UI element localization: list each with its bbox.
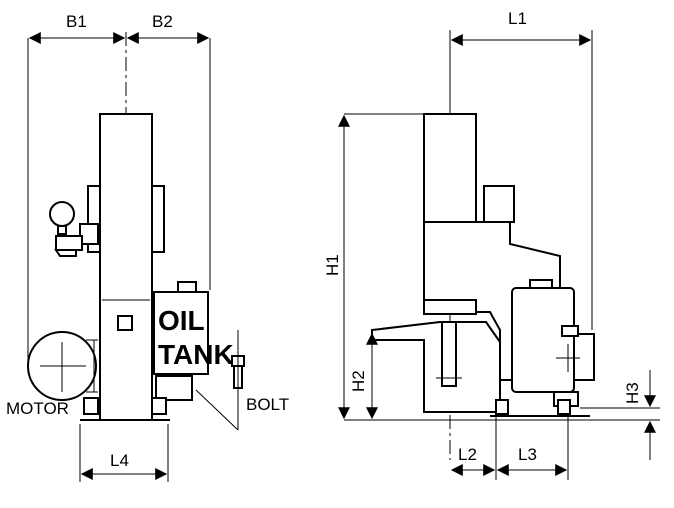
h1-label: H1 — [323, 254, 342, 276]
tank-label: TANK — [158, 339, 234, 370]
l4-label: L4 — [110, 451, 129, 470]
l3-label: L3 — [518, 445, 537, 464]
motor-label: MOTOR — [6, 399, 69, 418]
front-view: B1 B2 OIL TANK — [6, 12, 289, 482]
h2-label: H2 — [349, 370, 368, 392]
valve-block — [79, 223, 99, 245]
oil-tank — [153, 291, 209, 375]
side-bed — [371, 321, 501, 413]
side-view: L1 H1 H2 — [323, 9, 660, 480]
l1-label: L1 — [508, 9, 527, 28]
l2-label: L2 — [458, 445, 477, 464]
b1-label: B1 — [66, 12, 87, 31]
bolt-label: BOLT — [246, 395, 289, 414]
front-foot-right — [151, 397, 167, 415]
pressure-gauge-icon — [49, 201, 75, 227]
side-foot-right — [557, 399, 571, 415]
front-foot-left — [83, 397, 99, 415]
h3-label: H3 — [623, 382, 642, 404]
side-foot-left — [495, 399, 509, 415]
b2-label: B2 — [152, 12, 173, 31]
oil-label: OIL — [158, 305, 205, 336]
side-ram — [441, 321, 457, 387]
side-tank — [511, 287, 575, 393]
